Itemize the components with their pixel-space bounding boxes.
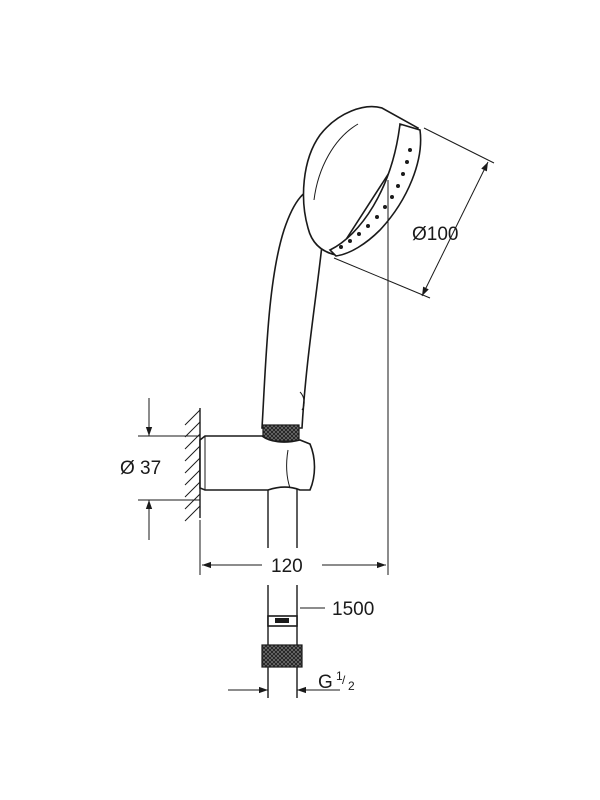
projection-label: 120 — [271, 556, 303, 577]
wall-holder — [199, 435, 316, 491]
dim-hose-length: 1500 — [300, 599, 374, 620]
hand-shower — [261, 105, 422, 442]
hose-lower — [261, 585, 303, 698]
dim-projection: 120 — [199, 180, 389, 577]
hose-upper — [267, 480, 298, 548]
hose-length-label: 1500 — [332, 599, 374, 620]
dim-thread: G 1 / 2 — [228, 669, 355, 694]
thread-fraction-slash: / — [342, 673, 346, 687]
spray-nozzles — [339, 148, 412, 249]
holder-diameter-label: Ø 37 — [120, 458, 161, 479]
dim-head-diameter: Ø100 — [333, 127, 495, 299]
handle-knurled-nut — [262, 424, 300, 442]
head-diameter-label: Ø100 — [412, 224, 458, 245]
thread-denominator: 2 — [348, 679, 355, 693]
dim-holder-diameter: Ø 37 — [120, 398, 200, 540]
shower-head — [302, 105, 420, 256]
thread-numerator: 1 — [336, 669, 343, 683]
spray-face — [328, 122, 422, 257]
wall — [184, 408, 201, 522]
thread-g-label: G — [318, 672, 333, 693]
hose-knurled-nut — [261, 644, 303, 668]
